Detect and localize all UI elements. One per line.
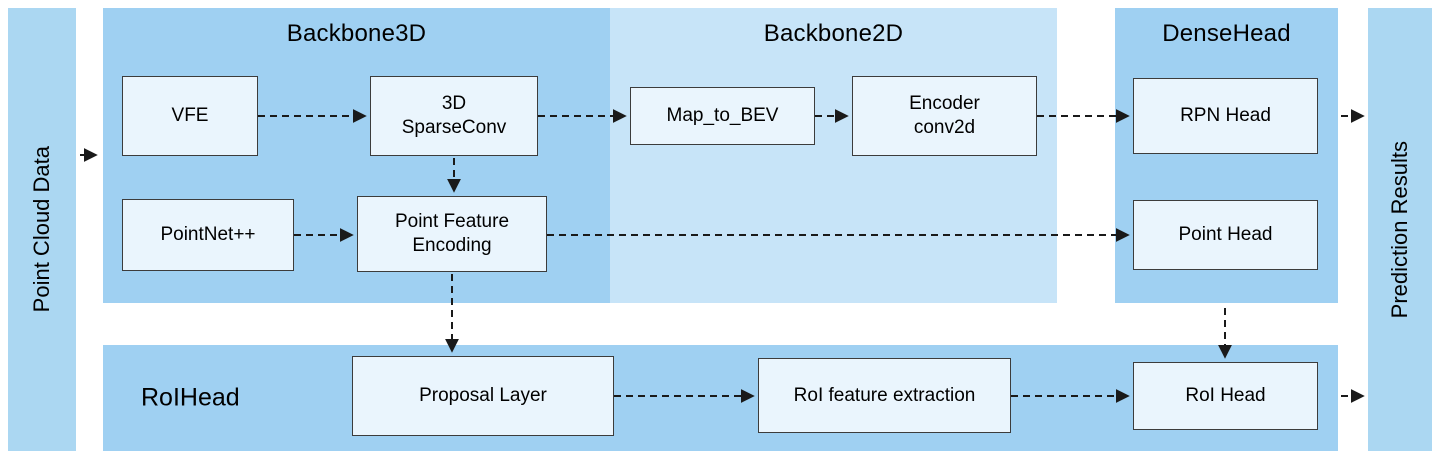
node-roi-feature-extraction: RoI feature extraction	[758, 358, 1011, 433]
backbone2d-title: Backbone2D	[763, 20, 904, 47]
roihead-region: RoIHead	[103, 345, 1338, 451]
backbone3d-title: Backbone3D	[286, 20, 427, 47]
node-vfe: VFE	[122, 76, 258, 156]
node-pointnet: PointNet++	[122, 199, 294, 271]
point-cloud-data-label: Point Cloud Data	[29, 146, 54, 313]
node-3d-sparseconv: 3D SparseConv	[370, 76, 538, 156]
prediction-results-rail: Prediction Results	[1368, 8, 1432, 451]
node-encoder-conv2d: Encoder conv2d	[852, 76, 1037, 156]
node-point-feature-encoding: Point Feature Encoding	[357, 196, 547, 272]
node-map-to-bev: Map_to_BEV	[630, 87, 815, 145]
node-proposal-layer: Proposal Layer	[352, 356, 614, 436]
node-roi-head: RoI Head	[1133, 362, 1318, 430]
prediction-results-label: Prediction Results	[1387, 140, 1412, 319]
node-rpn-head: RPN Head	[1133, 78, 1318, 154]
densehead-title: DenseHead	[1162, 20, 1291, 47]
point-cloud-data-rail: Point Cloud Data	[8, 8, 76, 451]
roihead-title: RoIHead	[141, 383, 240, 412]
node-point-head: Point Head	[1133, 200, 1318, 270]
